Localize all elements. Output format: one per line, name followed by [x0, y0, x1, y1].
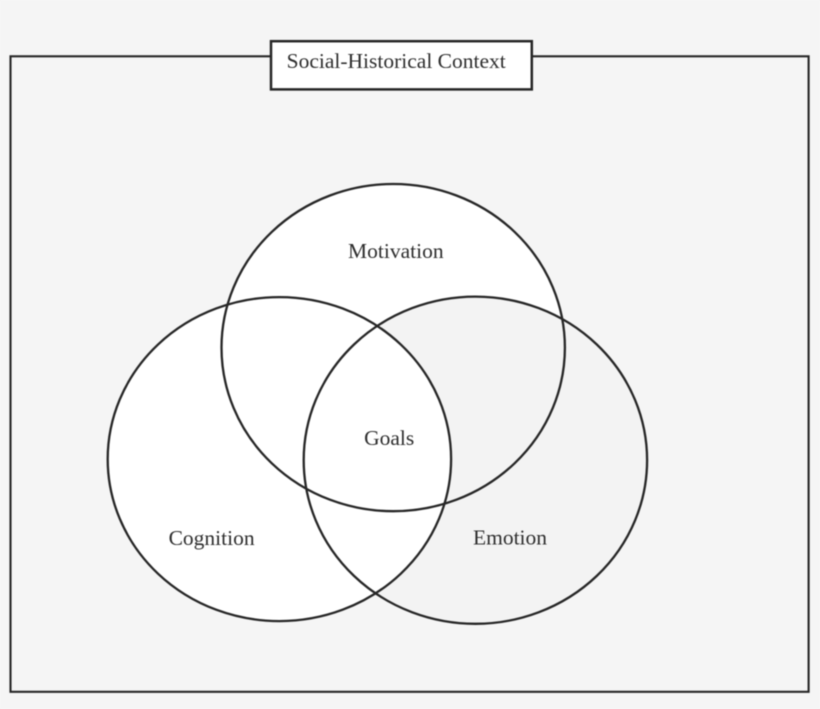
svg-text:Motivation: Motivation — [348, 239, 444, 263]
svg-text:Cognition: Cognition — [169, 526, 255, 550]
svg-text:Social-Historical Context: Social-Historical Context — [287, 49, 506, 73]
svg-text:Emotion: Emotion — [473, 525, 547, 549]
svg-text:Goals: Goals — [364, 426, 414, 450]
